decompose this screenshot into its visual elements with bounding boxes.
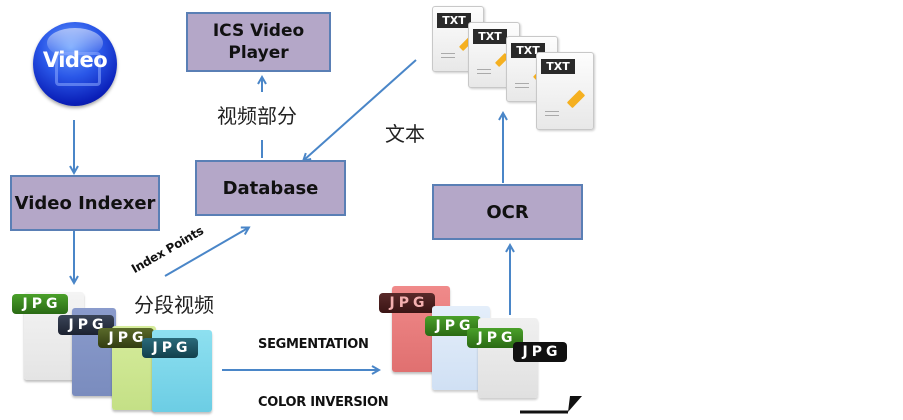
jpg-tag: JPG — [12, 294, 68, 314]
database-label: Database — [222, 177, 319, 199]
segmentation-label: SEGMENTATION — [258, 337, 369, 352]
jpg-tag: JPG — [142, 338, 198, 358]
txt-tag: TXT — [541, 59, 575, 74]
segmented-video-label: 分段视频 — [134, 293, 214, 317]
ics-player-line2: Player — [228, 43, 289, 63]
jpg-tag: JPG — [379, 293, 435, 313]
scribble — [441, 53, 455, 58]
scribble — [477, 69, 491, 74]
txt-file-icon: TXT — [536, 52, 594, 130]
ics-video-player-box: ICS Video Player — [186, 12, 331, 72]
jpg-tag: JPG — [98, 328, 154, 348]
video-indexer-label: Video Indexer — [14, 192, 156, 214]
scribble — [515, 83, 529, 88]
jpg-tag: JPG — [467, 328, 523, 348]
scribble — [545, 111, 559, 116]
ocr-label: OCR — [486, 201, 529, 223]
jpg-tag: JPG — [513, 342, 567, 362]
txt-tag: TXT — [437, 13, 471, 28]
ics-player-line1: ICS Video — [212, 21, 305, 41]
camera-icon — [55, 52, 101, 86]
video-indexer-box: Video Indexer — [10, 175, 160, 231]
video-label: Video — [42, 48, 108, 72]
pencil-icon — [566, 89, 586, 109]
ocr-box: OCR — [432, 184, 583, 240]
video-part-label: 视频部分 — [217, 104, 297, 128]
video-source-icon: Video — [33, 22, 117, 106]
color-inversion-label: COLOR INVERSION — [258, 395, 389, 410]
txt-tag: TXT — [473, 29, 507, 44]
arrow-index-points — [164, 228, 248, 277]
arrow-txt-to-database — [304, 59, 417, 160]
database-box: Database — [195, 160, 346, 216]
text-label: 文本 — [385, 122, 425, 146]
